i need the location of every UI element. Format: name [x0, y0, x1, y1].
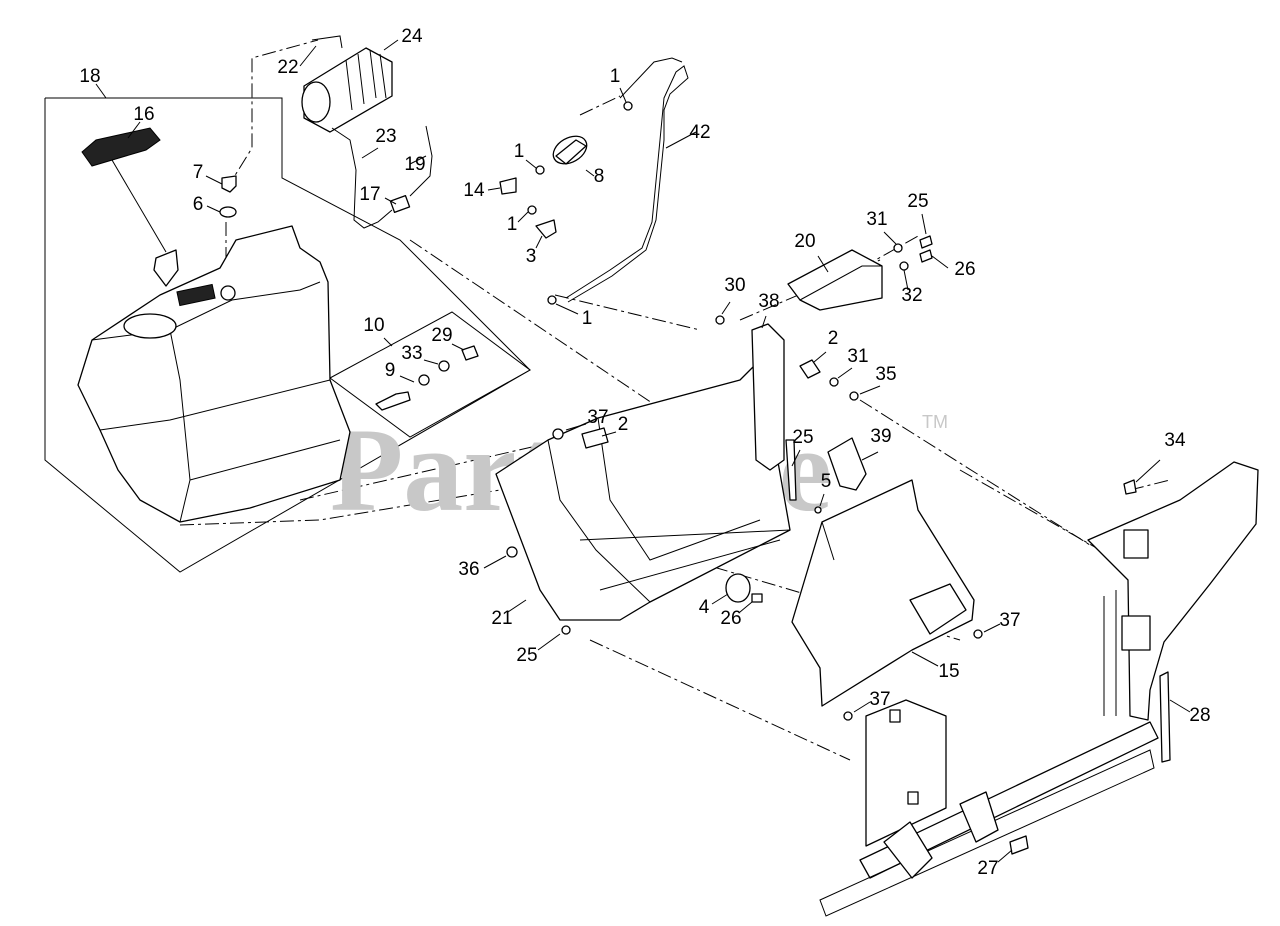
dash-line-l: [589, 639, 851, 761]
callout-1b: 1: [514, 141, 525, 162]
frame-outline-18: [44, 97, 531, 573]
callout-5: 5: [821, 471, 832, 492]
leader-18: [95, 83, 107, 99]
callout-37c: 37: [869, 689, 890, 710]
callout-6: 6: [193, 194, 204, 215]
callout-4: 4: [699, 597, 710, 618]
callout-38: 38: [758, 291, 779, 312]
dash-line-g: [554, 294, 701, 331]
callout-27: 27: [977, 858, 998, 879]
callout-14: 14: [463, 180, 485, 201]
dash-line-a: [225, 39, 319, 191]
callout-10: 10: [363, 315, 384, 336]
callout-32: 32: [901, 285, 922, 306]
callout-21: 21: [491, 608, 512, 629]
callout-1c: 1: [507, 214, 518, 235]
side-panel-shape: [785, 437, 1001, 721]
canister-shape: [299, 35, 399, 133]
callout-34: 34: [1164, 430, 1186, 451]
dash-line-e: [179, 479, 561, 526]
callout-29: 29: [431, 325, 452, 346]
callout-31b: 31: [847, 346, 868, 367]
frame-outline-10: [329, 311, 531, 438]
callout-33: 33: [401, 343, 422, 364]
callout-42: 42: [689, 122, 710, 143]
callout-15: 15: [938, 661, 959, 682]
dash-line-k: [959, 469, 1101, 551]
callout-30: 30: [724, 275, 745, 296]
fuel-gauge-shape: [81, 121, 179, 287]
watermark-trademark: TM: [922, 412, 948, 432]
dash-line-c: [299, 419, 651, 501]
vent-hose-shape: [331, 125, 433, 229]
callout-37a: 37: [587, 407, 608, 428]
fuel-tank-shape: [77, 225, 351, 523]
callout-25a: 25: [907, 191, 928, 212]
callout-1a: 1: [610, 66, 621, 87]
callout-39: 39: [870, 426, 891, 447]
callout-20: 20: [794, 231, 815, 252]
callout-35: 35: [875, 364, 896, 385]
dash-line-f: [579, 95, 621, 116]
callout-1d: 1: [582, 308, 593, 329]
fuel-line-shape: [552, 57, 697, 303]
elbow-fitting-shape: [205, 175, 237, 218]
callout-9: 9: [385, 360, 396, 381]
cap-plug-shape: [711, 573, 763, 613]
callout-31a: 31: [866, 209, 887, 230]
callout-8: 8: [594, 166, 605, 187]
chassis-frame-shape: [819, 459, 1259, 917]
dash-line-h: [839, 234, 921, 281]
dash-line-j: [859, 399, 1091, 546]
callout-36: 36: [458, 559, 479, 580]
callout-7: 7: [193, 162, 204, 183]
upright-bracket-shape: [552, 301, 827, 471]
callout-25b: 25: [792, 427, 813, 448]
callout-19: 19: [404, 154, 425, 175]
top-bracket-shape: [787, 213, 949, 401]
valve-hardware-shape: [375, 337, 479, 411]
callout-28: 28: [1189, 705, 1210, 726]
callout-37b: 37: [999, 610, 1020, 631]
callout-22: 22: [277, 57, 298, 78]
dash-line-n: [1129, 479, 1171, 491]
callout-26a: 26: [954, 259, 975, 280]
callout-16: 16: [133, 104, 154, 125]
callout-24a: 24: [401, 26, 423, 47]
callout-23: 23: [375, 126, 396, 147]
callout-3: 3: [526, 246, 537, 267]
lower-plate-shape: [865, 699, 947, 847]
callout-2a: 2: [828, 328, 839, 349]
callout-2b: 2: [618, 414, 629, 435]
callout-17: 17: [359, 184, 380, 205]
callout-25c: 25: [516, 645, 537, 666]
fitting-parts-shape: [487, 159, 579, 315]
callout-18: 18: [79, 66, 100, 87]
callout-26b: 26: [720, 608, 741, 629]
